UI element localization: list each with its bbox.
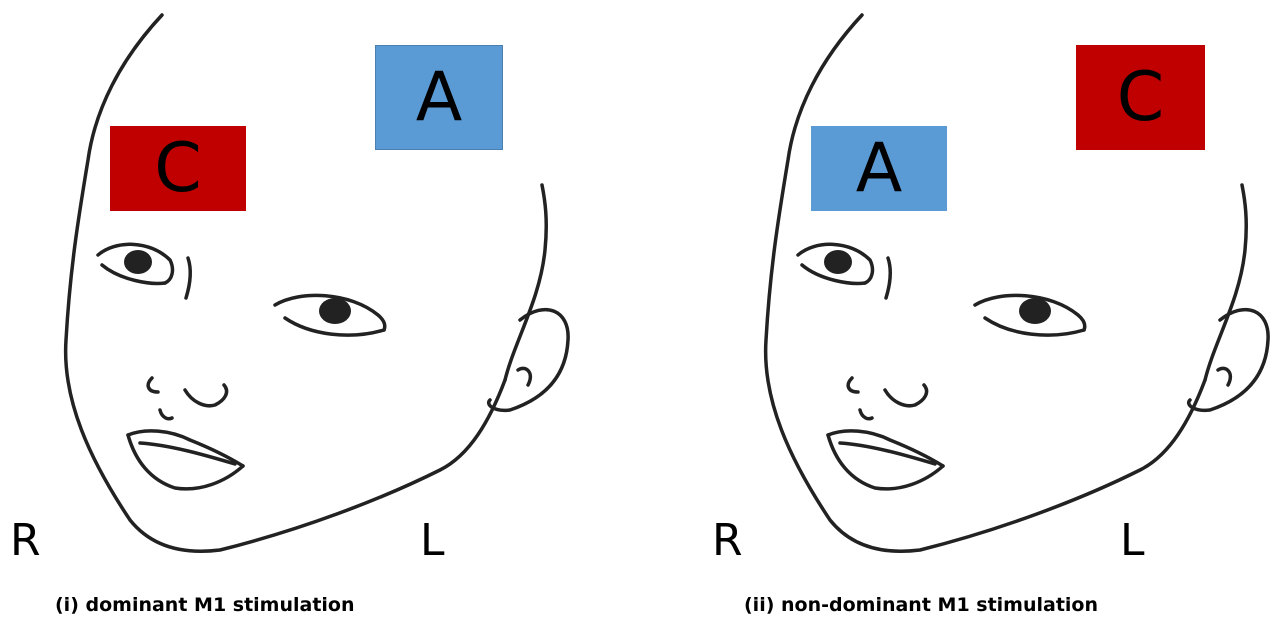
- panel-non-dominant: A C R L (ii) non-dominant M1 stimulation: [700, 0, 1274, 617]
- side-label-right: R: [712, 515, 743, 566]
- electrode-cathode: C: [110, 126, 246, 211]
- side-label-right: R: [10, 515, 41, 566]
- panel-dominant: C A R L (i) dominant M1 stimulation: [0, 0, 637, 617]
- electrode-anode: A: [811, 126, 947, 211]
- side-label-left: L: [420, 515, 445, 566]
- caption-dominant: (i) dominant M1 stimulation: [55, 594, 355, 616]
- infant-face-drawing: [0, 0, 637, 617]
- electrode-anode: A: [375, 45, 503, 150]
- electrode-cathode: C: [1076, 45, 1205, 150]
- side-label-left: L: [1120, 515, 1145, 566]
- caption-non-dominant: (ii) non-dominant M1 stimulation: [744, 594, 1098, 616]
